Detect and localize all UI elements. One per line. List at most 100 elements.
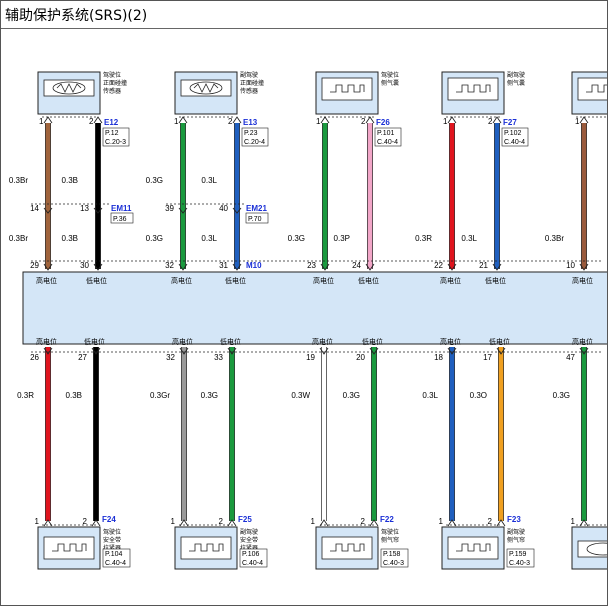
module-pin-arrow xyxy=(93,263,103,271)
page-ref-label: P.36 xyxy=(113,216,127,223)
wire-gauge-label: 0.3L xyxy=(461,234,477,243)
sensor-resistor-icon xyxy=(193,83,219,93)
top-pin-number: 1 xyxy=(39,117,44,126)
top-pin-number: 1 xyxy=(443,117,448,126)
page-ref-label: P.12 xyxy=(105,130,119,137)
wire-gauge-label: 0.3Br xyxy=(9,176,28,185)
wire-gauge-label: 0.3G xyxy=(146,234,163,243)
wire-gauge-label: 0.3R xyxy=(415,234,432,243)
pin-arrow xyxy=(447,519,457,527)
module-pin-arrow xyxy=(369,347,379,355)
module-pin-number: 21 xyxy=(479,261,488,270)
pin-arrow xyxy=(227,519,237,527)
squib-icon xyxy=(586,84,607,93)
airbag-symbol-frame xyxy=(43,536,95,560)
airbag-symbol-frame xyxy=(447,77,499,101)
module-pin-arrow xyxy=(365,263,375,271)
page-ref-box xyxy=(102,548,131,568)
component-name-label: 安全带 xyxy=(103,536,121,544)
module-pin-number: 32 xyxy=(165,261,174,270)
title-bar: 辅助保护系统(SRS)(2) xyxy=(1,1,607,29)
pin-arrow xyxy=(579,116,589,124)
module-terminal-label: 高电位 xyxy=(171,276,192,285)
module-pin-arrow xyxy=(178,263,188,271)
inline-connector-code: EM21 xyxy=(246,204,267,213)
pin-arrow xyxy=(492,116,502,124)
module-pin-number: 22 xyxy=(434,261,443,270)
wire-gauge-label: 0.3W xyxy=(291,391,310,400)
module-pin-number: 47 xyxy=(566,353,575,362)
wire-gauge-label: 0.3G xyxy=(288,234,305,243)
bottom-pin-number: 2 xyxy=(219,517,224,526)
pin-arrow xyxy=(43,116,53,124)
page-ref-box xyxy=(506,548,535,568)
component-code-label: F27 xyxy=(503,118,517,127)
wire-gauge-label: 0.3P xyxy=(334,234,350,243)
module-pin-number: 29 xyxy=(30,261,39,270)
wire-gauge-label: 0.3B xyxy=(66,391,82,400)
wire-gauge-label: 0.3Gr xyxy=(150,391,170,400)
module-pin-arrow xyxy=(579,347,589,355)
pin-arrow xyxy=(91,519,101,527)
bottom-pin-number: 1 xyxy=(35,517,40,526)
module-pin-number: 32 xyxy=(166,353,175,362)
module-pin-number: 19 xyxy=(306,353,315,362)
module-pin-number: 18 xyxy=(434,353,443,362)
component-name-label: 正面碰撞 xyxy=(103,79,127,87)
bottom-pin-number: 1 xyxy=(311,517,316,526)
page-ref-box xyxy=(110,212,134,224)
pin-arrow xyxy=(365,116,375,124)
component-name-label: 拉紧器 xyxy=(103,544,121,552)
module-terminal-label: 高电位 xyxy=(440,337,461,346)
squib-icon xyxy=(189,543,224,552)
component-name-label: 侧气帘 xyxy=(381,536,399,544)
module-terminal-label: 高电位 xyxy=(172,337,193,346)
inline-pin-number: 40 xyxy=(219,204,228,213)
page-ref-box xyxy=(245,212,269,224)
module-terminal-label: 高电位 xyxy=(572,276,593,285)
component-name-label: 拉紧器 xyxy=(240,544,258,552)
component-code-label: F22 xyxy=(380,515,394,524)
wire-gauge-label: 0.3G xyxy=(553,391,570,400)
module-pin-number: 20 xyxy=(356,353,365,362)
sensor-resistor-icon xyxy=(56,83,82,93)
page-ref-box xyxy=(241,127,269,147)
page-ref-box xyxy=(374,127,402,147)
bottom-pin-number: 2 xyxy=(83,517,88,526)
module-pin-arrow xyxy=(447,263,457,271)
wire-gauge-label: 0.3O xyxy=(470,391,487,400)
squib-icon xyxy=(52,543,87,552)
top-pin-number: 2 xyxy=(361,117,366,126)
chapter-ref-label: C.40-3 xyxy=(509,560,530,567)
inline-pin-arrow xyxy=(232,207,242,214)
component-name-label: 安全带 xyxy=(240,536,258,544)
component-name-label: 驾驶位 xyxy=(381,71,399,79)
component-code-label: E13 xyxy=(243,118,258,127)
airbag-symbol-frame xyxy=(577,77,607,101)
component-code-label: F26 xyxy=(376,118,390,127)
airbag-symbol-frame xyxy=(180,536,232,560)
module-terminal-label: 低电位 xyxy=(358,276,379,285)
wire-gauge-label: 0.3G xyxy=(343,391,360,400)
component-name-label: 驾驶位 xyxy=(103,71,121,79)
top-pin-number: 2 xyxy=(228,117,233,126)
page-ref-box xyxy=(239,548,268,568)
inline-pin-number: 14 xyxy=(30,204,39,213)
wire-gauge-label: 0.3L xyxy=(422,391,438,400)
chapter-ref-label: C.40-4 xyxy=(504,139,525,146)
bottom-pin-number: 1 xyxy=(439,517,444,526)
component-code-label: F25 xyxy=(238,515,252,524)
page-ref-box xyxy=(501,127,529,147)
inline-pin-arrow xyxy=(178,207,188,214)
component-code-label: F23 xyxy=(507,515,521,524)
pin-arrow xyxy=(320,116,330,124)
page-title: 辅助保护系统(SRS)(2) xyxy=(5,8,148,24)
chapter-ref-label: C.40-4 xyxy=(377,139,398,146)
module-pin-arrow xyxy=(496,347,506,355)
component-name-label: 副驾驶 xyxy=(240,528,258,536)
page-ref-label: P.102 xyxy=(504,130,521,137)
chapter-ref-label: C.20-3 xyxy=(105,139,126,146)
module-pin-arrow xyxy=(319,347,329,355)
module-pin-number: 33 xyxy=(214,353,223,362)
module-pin-number: 31 xyxy=(219,261,228,270)
